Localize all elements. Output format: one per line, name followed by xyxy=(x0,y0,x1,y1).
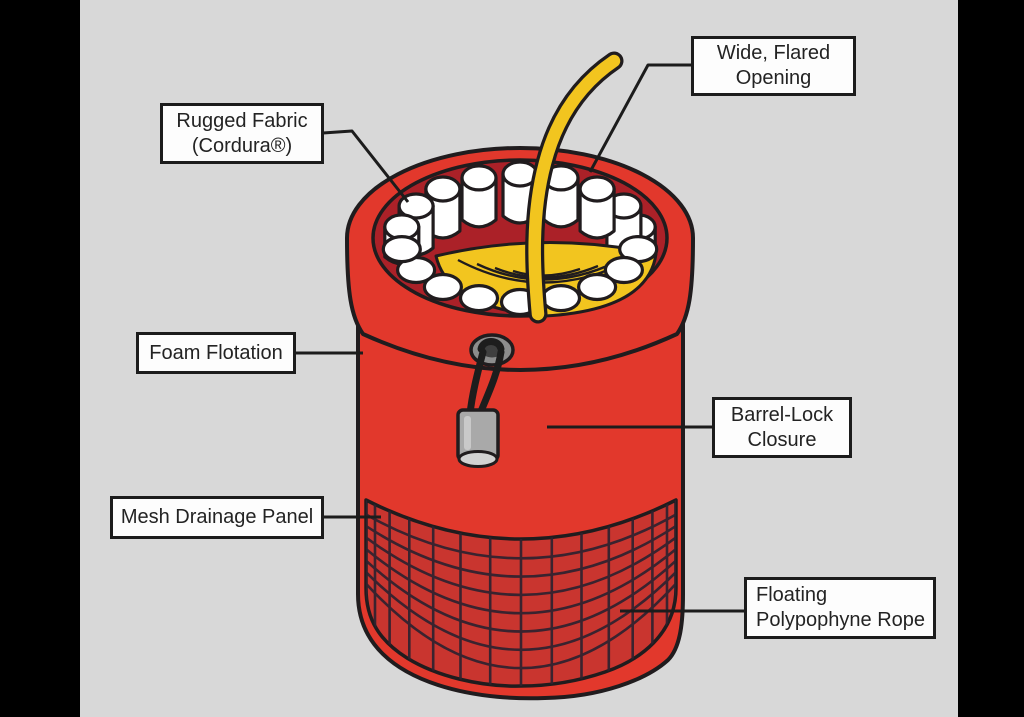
rope-strand xyxy=(525,51,624,324)
barrel-toggle xyxy=(456,408,500,468)
leader-rugged-fabric xyxy=(322,129,410,203)
label-text: Floating Polypophyne Rope xyxy=(756,584,926,631)
mesh-drainage-panel xyxy=(364,498,678,688)
label-wide-flared-opening: Wide, Flared Opening xyxy=(691,36,856,96)
label-floating-polypophyne-rope: Floating Polypophyne Rope xyxy=(744,577,936,639)
label-text: Barrel-Lock Closure xyxy=(730,403,834,451)
letterbox-left xyxy=(0,0,80,717)
letterbox-right xyxy=(958,0,1024,717)
label-mesh-drainage-panel: Mesh Drainage Panel xyxy=(110,496,324,539)
label-rugged-fabric: Rugged Fabric (Cordura®) xyxy=(160,103,324,164)
leader-lines xyxy=(295,63,744,613)
leader-wide-flared-opening xyxy=(588,63,693,173)
barrel-lock-closure xyxy=(456,333,515,468)
label-text: Foam Flotation xyxy=(149,341,283,364)
label-foam-flotation: Foam Flotation xyxy=(136,332,296,374)
label-text: Rugged Fabric (Cordura®) xyxy=(176,109,308,157)
label-barrel-lock-closure: Barrel-Lock Closure xyxy=(712,397,852,458)
label-text: Mesh Drainage Panel xyxy=(120,506,314,528)
label-text: Wide, Flared Opening xyxy=(716,42,831,89)
